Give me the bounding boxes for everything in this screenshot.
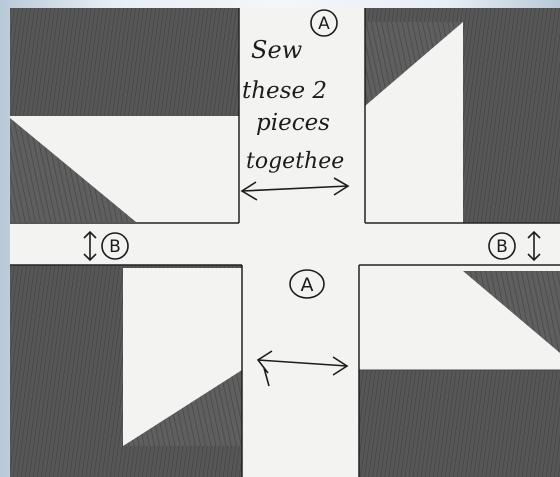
bottom-left-square xyxy=(10,265,242,477)
top-right-square xyxy=(365,8,560,223)
top-left-square xyxy=(10,8,239,223)
note-line-4: togethee xyxy=(246,149,344,174)
note-line-3: pieces xyxy=(256,110,330,136)
bottom-right-square xyxy=(359,265,560,477)
quilt-block-sketch: Sew these 2 pieces togethee A A xyxy=(10,8,560,477)
note-line-1: Sew xyxy=(251,36,303,64)
label-a-center-text: A xyxy=(301,274,314,296)
note-line-2: these 2 xyxy=(242,78,327,104)
label-a-top-text: A xyxy=(318,14,330,34)
label-b-right-text: B xyxy=(496,237,508,257)
label-b-left-text: B xyxy=(109,237,121,257)
